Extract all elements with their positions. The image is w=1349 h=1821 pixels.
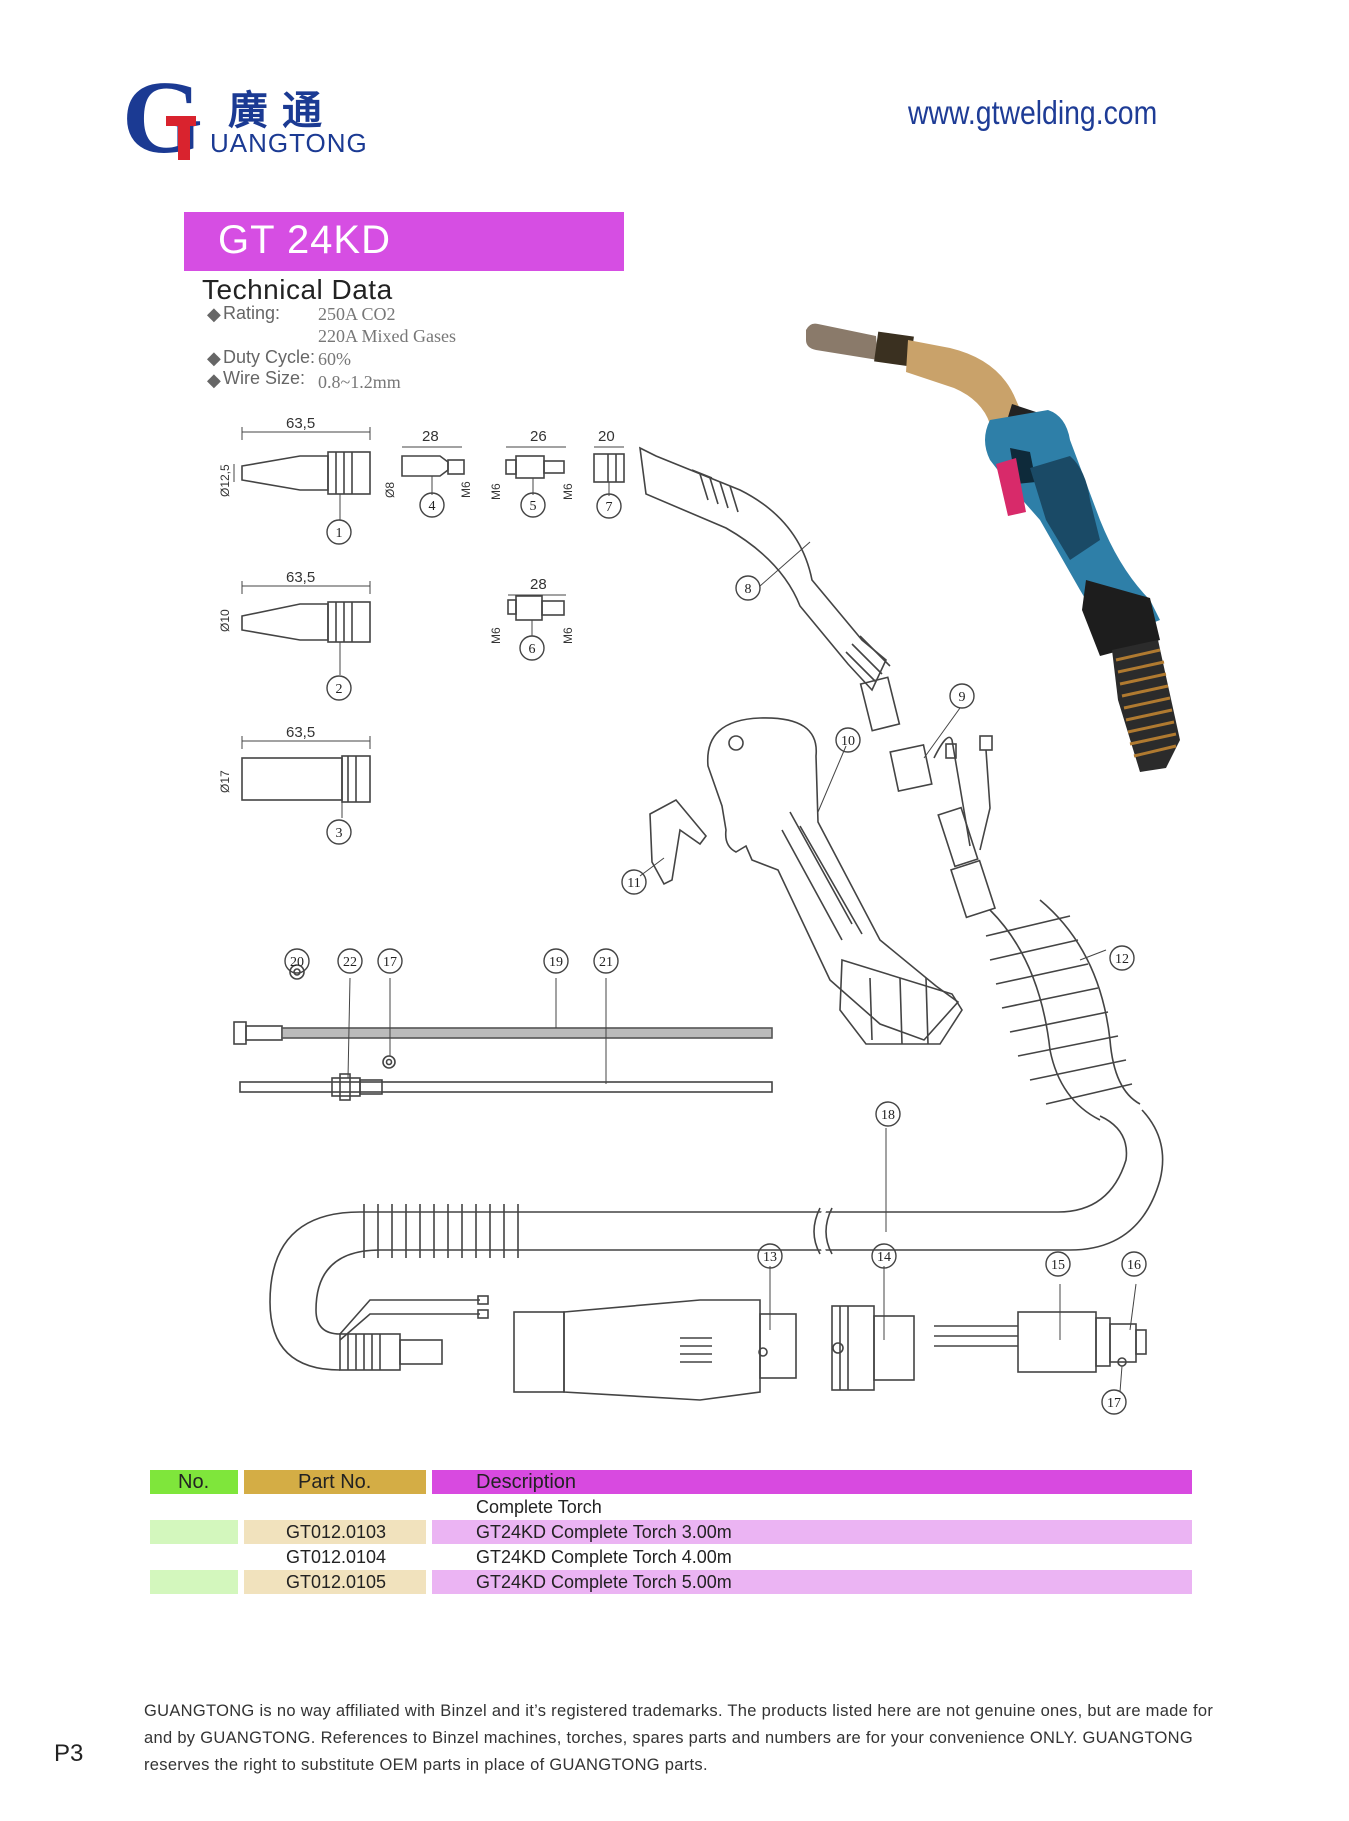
callout-19: 19 bbox=[549, 955, 563, 970]
row-1-description: GT24KD Complete Torch 3.00m bbox=[476, 1522, 732, 1542]
duty-bullet: ◆ bbox=[207, 348, 221, 368]
contact-tip-4: 28 Ø8 M6 bbox=[383, 428, 473, 498]
nozzle-2: 63,5 Ø10 bbox=[218, 569, 371, 675]
callout-4: 4 bbox=[429, 499, 436, 514]
dim-2-length: 63,5 bbox=[286, 569, 315, 586]
callout-3: 3 bbox=[336, 826, 343, 841]
callout-14: 14 bbox=[877, 1250, 891, 1265]
dim-4-length: 28 bbox=[422, 428, 439, 445]
dim-6-thread-b: M6 bbox=[561, 627, 575, 644]
dim-5-thread-b: M6 bbox=[561, 483, 575, 500]
row-3-part-cell bbox=[244, 1570, 426, 1594]
dim-4-thread: M6 bbox=[459, 481, 473, 498]
trigger-11 bbox=[639, 798, 708, 886]
callout-22: 22 bbox=[343, 955, 357, 970]
callout-12: 12 bbox=[1115, 952, 1129, 967]
header-no-label: No. bbox=[178, 1471, 210, 1493]
tip-holder-5: 26 M6 M6 bbox=[489, 428, 575, 500]
brand-chinese: 廣通 bbox=[228, 88, 336, 134]
callout-1: 1 bbox=[336, 526, 343, 541]
header-description-label: Description bbox=[476, 1471, 577, 1493]
dim-6-thread-a: M6 bbox=[489, 627, 503, 644]
duty-cycle-label: Duty Cycle: bbox=[223, 347, 316, 367]
callout-2: 2 bbox=[336, 682, 343, 697]
callout-10: 10 bbox=[841, 734, 855, 749]
callout-18: 18 bbox=[881, 1108, 895, 1123]
table-header-description bbox=[432, 1470, 1192, 1494]
table-header-no bbox=[150, 1470, 238, 1494]
callout-13: 13 bbox=[763, 1250, 777, 1265]
row-0-description: Complete Torch bbox=[476, 1497, 602, 1517]
callout-numbers: 1 2 3 4 5 6 7 8 9 10 11 12 13 14 15 16 1… bbox=[290, 499, 1141, 1411]
liner-19 bbox=[233, 964, 773, 1069]
rating-value-co2: 250A CO2 bbox=[318, 304, 396, 324]
nozzle-3: 63,5 Ø17 bbox=[218, 724, 371, 818]
callout-11: 11 bbox=[627, 876, 640, 891]
cable-support-12 bbox=[937, 806, 1141, 1121]
callout-16: 16 bbox=[1127, 1258, 1141, 1273]
row-2-description: GT24KD Complete Torch 4.00m bbox=[476, 1547, 732, 1567]
page-number: P3 bbox=[54, 1740, 84, 1767]
duty-cycle-value: 60% bbox=[318, 349, 351, 369]
dim-5-length: 26 bbox=[530, 428, 547, 445]
brand-english: UANGTONG bbox=[210, 128, 368, 158]
nozzle-1: 63,5 Ø12,5 bbox=[218, 415, 371, 520]
dim-3-length: 63,5 bbox=[286, 724, 315, 741]
switch-9 bbox=[889, 707, 993, 851]
rear-handle-13 bbox=[513, 1266, 797, 1401]
row-1-no-cell bbox=[150, 1520, 238, 1544]
row-3-description-cell bbox=[432, 1570, 1192, 1594]
row-3-description: GT24KD Complete Torch 5.00m bbox=[476, 1572, 732, 1592]
callout-8: 8 bbox=[745, 582, 752, 597]
callout-21: 21 bbox=[599, 955, 613, 970]
dim-1-length: 63,5 bbox=[286, 415, 315, 432]
callout-9: 9 bbox=[959, 690, 966, 705]
callout-7: 7 bbox=[606, 500, 613, 515]
wire-bullet: ◆ bbox=[207, 370, 221, 390]
callout-17-connector: 17 bbox=[1107, 1396, 1121, 1411]
model-title: GT 24KD bbox=[218, 218, 391, 262]
dim-6-length: 28 bbox=[530, 576, 547, 593]
row-1-part-no: GT012.0103 bbox=[286, 1522, 387, 1542]
rating-bullet: ◆ bbox=[207, 304, 221, 324]
model-banner: GT 24KD bbox=[184, 212, 624, 271]
dim-4-diameter: Ø8 bbox=[383, 482, 397, 498]
technical-data-heading: Technical Data bbox=[202, 274, 393, 305]
row-1-description-cell bbox=[432, 1520, 1192, 1544]
callout-5: 5 bbox=[530, 499, 537, 514]
disclaimer-text: GUANGTONG is no way affiliated with Binz… bbox=[144, 1702, 1214, 1774]
swan-neck-8 bbox=[639, 446, 901, 732]
row-1-part-cell bbox=[244, 1520, 426, 1544]
inner-liner-21 bbox=[239, 977, 773, 1101]
row-2-part-no: GT012.0104 bbox=[286, 1547, 387, 1567]
header-part-label: Part No. bbox=[298, 1471, 372, 1493]
dim-3-diameter: Ø17 bbox=[218, 770, 232, 793]
row-3-part-no: GT012.0105 bbox=[286, 1572, 387, 1592]
rating-value-mixed: 220A Mixed Gases bbox=[318, 326, 456, 346]
dim-7-length: 20 bbox=[598, 428, 615, 445]
callout-17-liner: 17 bbox=[383, 955, 397, 970]
table-header-part bbox=[244, 1470, 426, 1494]
dim-2-diameter: Ø10 bbox=[218, 609, 232, 632]
row-3-no-cell bbox=[150, 1570, 238, 1594]
guangtong-logo: G bbox=[122, 72, 203, 164]
callout-circles bbox=[284, 492, 1147, 1415]
dim-5-thread-a: M6 bbox=[489, 483, 503, 500]
callout-15: 15 bbox=[1051, 1258, 1065, 1273]
nut-14 bbox=[831, 1266, 915, 1391]
cable-assembly-18 bbox=[269, 1109, 1164, 1371]
dim-1-diameter: Ø12,5 bbox=[218, 464, 232, 497]
rating-label: Rating: bbox=[223, 303, 281, 323]
insulator-7: 20 bbox=[593, 428, 625, 496]
central-connector-15 bbox=[934, 1283, 1147, 1393]
callout-20: 20 bbox=[290, 955, 304, 970]
torch-photo bbox=[806, 323, 1180, 772]
tip-holder-6: 28 M6 M6 bbox=[489, 576, 575, 644]
wire-size-label: Wire Size: bbox=[223, 368, 306, 388]
callout-6: 6 bbox=[529, 642, 536, 657]
handle-10 bbox=[707, 717, 963, 1045]
wire-size-value: 0.8~1.2mm bbox=[318, 372, 401, 392]
website-link[interactable]: www.gtwelding.com bbox=[908, 94, 1158, 131]
